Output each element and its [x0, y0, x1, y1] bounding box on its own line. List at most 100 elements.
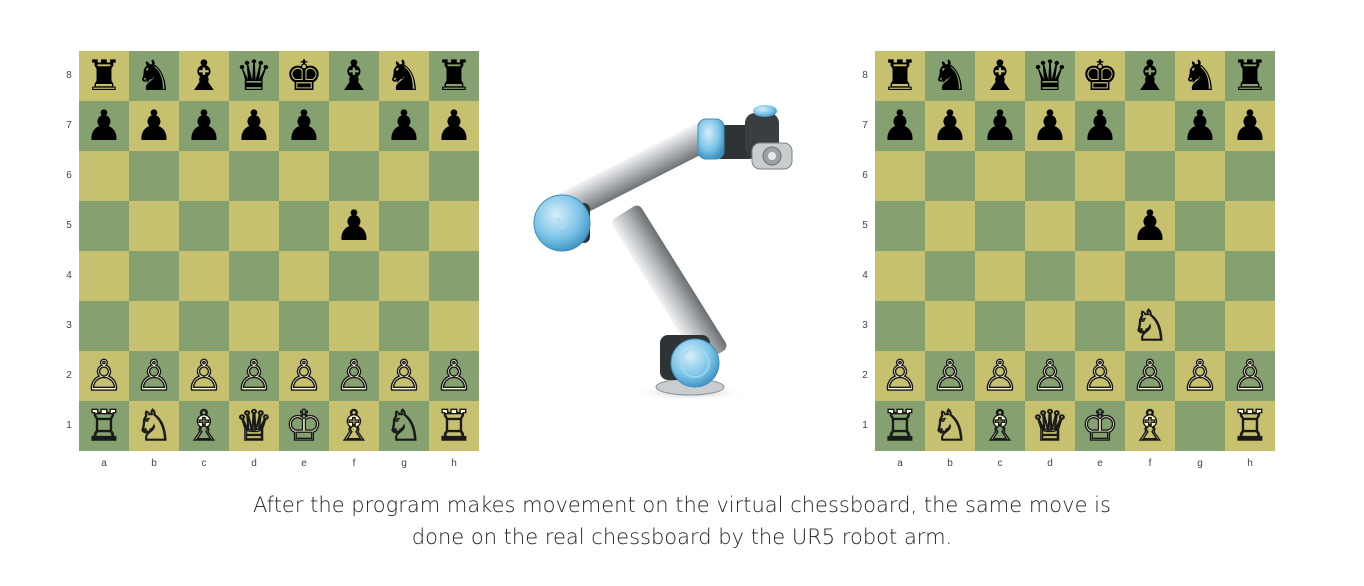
- white-rook-icon[interactable]: ♖: [84, 400, 123, 450]
- square-c2[interactable]: ♙: [975, 350, 1025, 401]
- square-g5[interactable]: [1175, 201, 1225, 251]
- black-knight-icon[interactable]: ♞: [135, 51, 173, 100]
- white-pawn-icon[interactable]: ♙: [284, 350, 323, 400]
- square-d4[interactable]: [1025, 251, 1075, 301]
- square-b2[interactable]: ♙: [925, 350, 975, 401]
- white-pawn-icon[interactable]: ♙: [980, 350, 1019, 400]
- square-h5[interactable]: [1225, 201, 1275, 251]
- square-e8[interactable]: ♚: [279, 51, 329, 101]
- square-b7[interactable]: ♟: [129, 101, 179, 151]
- black-bishop-icon[interactable]: ♝: [981, 51, 1019, 100]
- black-queen-icon[interactable]: ♛: [1031, 51, 1069, 100]
- square-e5[interactable]: [1075, 201, 1125, 251]
- square-h7[interactable]: ♟: [429, 101, 479, 151]
- square-c6[interactable]: [975, 151, 1025, 201]
- square-e4[interactable]: [279, 251, 329, 301]
- black-knight-icon[interactable]: ♞: [385, 51, 423, 100]
- white-knight-icon[interactable]: ♘: [1130, 300, 1169, 350]
- square-f7[interactable]: [1125, 101, 1175, 151]
- square-c2[interactable]: ♙: [179, 350, 229, 401]
- white-king-icon[interactable]: ♔: [284, 400, 323, 450]
- square-e1[interactable]: ♔: [279, 400, 329, 451]
- square-h4[interactable]: [429, 251, 479, 301]
- square-b1[interactable]: ♘: [925, 400, 975, 451]
- square-f7[interactable]: [329, 101, 379, 151]
- square-a6[interactable]: [875, 151, 925, 201]
- white-pawn-icon[interactable]: ♙: [134, 350, 173, 400]
- square-c5[interactable]: [179, 201, 229, 251]
- square-a5[interactable]: [875, 201, 925, 251]
- square-b6[interactable]: [925, 151, 975, 201]
- white-pawn-icon[interactable]: ♙: [434, 350, 473, 400]
- square-e6[interactable]: [279, 151, 329, 201]
- square-c5[interactable]: [975, 201, 1025, 251]
- black-pawn-icon[interactable]: ♟: [235, 101, 273, 150]
- square-c4[interactable]: [975, 251, 1025, 301]
- square-h5[interactable]: [429, 201, 479, 251]
- white-queen-icon[interactable]: ♕: [1030, 400, 1069, 450]
- square-g3[interactable]: [379, 301, 429, 351]
- black-pawn-icon[interactable]: ♟: [981, 101, 1019, 150]
- white-pawn-icon[interactable]: ♙: [234, 350, 273, 400]
- square-d3[interactable]: [229, 301, 279, 351]
- square-c1[interactable]: ♗: [179, 400, 229, 451]
- square-h6[interactable]: [429, 151, 479, 201]
- black-rook-icon[interactable]: ♜: [1231, 51, 1269, 100]
- white-bishop-icon[interactable]: ♗: [1130, 400, 1169, 450]
- white-rook-icon[interactable]: ♖: [434, 400, 473, 450]
- square-d3[interactable]: [1025, 301, 1075, 351]
- black-pawn-icon[interactable]: ♟: [1181, 101, 1219, 150]
- square-g5[interactable]: [379, 201, 429, 251]
- square-d4[interactable]: [229, 251, 279, 301]
- square-g6[interactable]: [1175, 151, 1225, 201]
- square-g3[interactable]: [1175, 301, 1225, 351]
- black-knight-icon[interactable]: ♞: [931, 51, 969, 100]
- square-e2[interactable]: ♙: [1075, 350, 1125, 401]
- square-f8[interactable]: ♝: [329, 51, 379, 101]
- square-a3[interactable]: [79, 301, 129, 351]
- square-b5[interactable]: [129, 201, 179, 251]
- square-g8[interactable]: ♞: [1175, 51, 1225, 101]
- square-f3[interactable]: [329, 301, 379, 351]
- square-c4[interactable]: [179, 251, 229, 301]
- white-bishop-icon[interactable]: ♗: [334, 400, 373, 450]
- white-pawn-icon[interactable]: ♙: [1130, 350, 1169, 400]
- white-knight-icon[interactable]: ♘: [384, 400, 423, 450]
- square-g1[interactable]: ♘: [379, 400, 429, 451]
- white-queen-icon[interactable]: ♕: [234, 400, 273, 450]
- square-a7[interactable]: ♟: [875, 101, 925, 151]
- square-g8[interactable]: ♞: [379, 51, 429, 101]
- square-b7[interactable]: ♟: [925, 101, 975, 151]
- square-e3[interactable]: [279, 301, 329, 351]
- square-c7[interactable]: ♟: [179, 101, 229, 151]
- white-bishop-icon[interactable]: ♗: [980, 400, 1019, 450]
- square-d5[interactable]: [1025, 201, 1075, 251]
- black-queen-icon[interactable]: ♛: [235, 51, 273, 100]
- white-pawn-icon[interactable]: ♙: [184, 350, 223, 400]
- white-king-icon[interactable]: ♔: [1080, 400, 1119, 450]
- black-king-icon[interactable]: ♚: [285, 51, 323, 100]
- square-c7[interactable]: ♟: [975, 101, 1025, 151]
- square-b5[interactable]: [925, 201, 975, 251]
- square-c3[interactable]: [975, 301, 1025, 351]
- square-a4[interactable]: [79, 251, 129, 301]
- black-pawn-icon[interactable]: ♟: [85, 101, 123, 150]
- black-bishop-icon[interactable]: ♝: [1131, 51, 1169, 100]
- white-pawn-icon[interactable]: ♙: [1230, 350, 1269, 400]
- white-pawn-icon[interactable]: ♙: [1030, 350, 1069, 400]
- square-g1[interactable]: [1175, 401, 1225, 451]
- square-h8[interactable]: ♜: [429, 51, 479, 101]
- square-e3[interactable]: [1075, 301, 1125, 351]
- white-pawn-icon[interactable]: ♙: [1080, 350, 1119, 400]
- square-h1[interactable]: ♖: [1225, 400, 1275, 451]
- black-pawn-icon[interactable]: ♟: [1231, 101, 1269, 150]
- square-e6[interactable]: [1075, 151, 1125, 201]
- white-knight-icon[interactable]: ♘: [930, 400, 969, 450]
- square-d2[interactable]: ♙: [1025, 350, 1075, 401]
- black-king-icon[interactable]: ♚: [1081, 51, 1119, 100]
- square-d8[interactable]: ♛: [229, 51, 279, 101]
- white-pawn-icon[interactable]: ♙: [84, 350, 123, 400]
- square-b4[interactable]: [925, 251, 975, 301]
- square-f6[interactable]: [329, 151, 379, 201]
- square-d6[interactable]: [1025, 151, 1075, 201]
